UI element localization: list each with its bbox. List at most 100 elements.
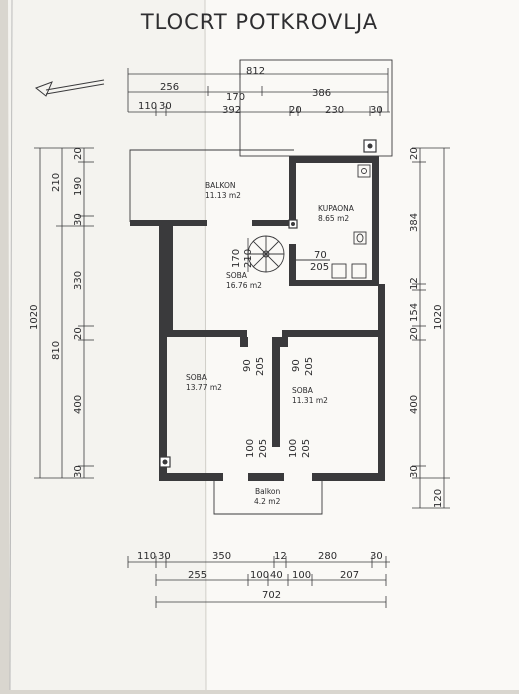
wall-bath-right bbox=[372, 156, 379, 286]
dim-right-12: 12 bbox=[409, 277, 420, 290]
wall-left-ext bbox=[159, 220, 167, 480]
wall-mid-right bbox=[282, 330, 385, 337]
dim-stair-170: 170 bbox=[231, 249, 242, 268]
dim-bottom-702: 702 bbox=[262, 590, 281, 601]
left-dimensions: 1020 210 810 20 190 30 330 20 400 30 bbox=[29, 147, 94, 479]
room-soba-left-area: 13.77 m2 bbox=[186, 383, 222, 392]
dim-top-812: 812 bbox=[246, 66, 265, 77]
room-balkon-top-area: 11.13 m2 bbox=[205, 191, 241, 200]
wall-divider bbox=[272, 337, 280, 447]
top-dimensions: 812 256 170 386 110 30 392 20 230 30 bbox=[127, 60, 390, 116]
dim-right-400: 400 bbox=[409, 395, 420, 414]
wall-bottom-right bbox=[312, 473, 385, 481]
dim-door-right-90: 90 bbox=[291, 359, 302, 372]
room-labels: BALKON 11.13 m2 KUPAONA 8.65 m2 SOBA 16.… bbox=[186, 181, 355, 506]
dim-left-190: 190 bbox=[73, 177, 84, 196]
dim-top-110: 110 bbox=[138, 101, 157, 112]
dim-bottom-207: 207 bbox=[340, 570, 359, 581]
dim-bath-door-205: 205 bbox=[310, 262, 329, 273]
dim-left-20a: 20 bbox=[73, 147, 84, 160]
dim-bottom-12: 12 bbox=[274, 551, 287, 562]
dim-right-154: 154 bbox=[409, 303, 420, 322]
dim-top-392: 392 bbox=[222, 105, 241, 116]
north-arrow-icon bbox=[35, 79, 105, 97]
wall-top-right bbox=[252, 220, 289, 226]
dim-right-30: 30 bbox=[409, 465, 420, 478]
bathroom-fixtures-icon bbox=[296, 164, 371, 279]
dim-left-400: 400 bbox=[73, 395, 84, 414]
column-dot-left bbox=[162, 459, 168, 465]
dim-right-1020: 1020 bbox=[433, 305, 444, 330]
dim-bottom-110: 110 bbox=[137, 551, 156, 562]
dim-left-330: 330 bbox=[73, 271, 84, 290]
dim-left-20b: 20 bbox=[73, 327, 84, 340]
dim-left-210: 210 bbox=[51, 173, 62, 192]
dim-bottom-30a: 30 bbox=[158, 551, 171, 562]
right-dimensions: 20 384 12 154 20 400 30 120 1020 bbox=[409, 147, 450, 509]
dim-bottom-280: 280 bbox=[318, 551, 337, 562]
wall-door-jamb-a bbox=[240, 337, 248, 347]
dim-right-20a: 20 bbox=[409, 147, 420, 160]
wall-right-ext bbox=[378, 284, 385, 480]
room-soba-right-area: 11.31 m2 bbox=[292, 396, 328, 405]
spiral-staircase-icon bbox=[247, 235, 285, 273]
room-soba-center-area: 16.76 m2 bbox=[226, 281, 262, 290]
dim-top-256: 256 bbox=[160, 82, 179, 93]
dim-left-810: 810 bbox=[51, 341, 62, 360]
wall-top-left bbox=[130, 220, 167, 226]
room-balkon-bottom-area: 4.2 m2 bbox=[254, 497, 281, 506]
room-balkon-top-name: BALKON bbox=[205, 181, 235, 190]
dim-win-right-100: 100 bbox=[288, 439, 299, 458]
wall-bath-left-lower bbox=[289, 244, 296, 282]
dim-left-30b: 30 bbox=[73, 465, 84, 478]
dim-top-30a: 30 bbox=[159, 101, 172, 112]
wall-bottom-left bbox=[159, 473, 223, 481]
wall-door-jamb-b bbox=[280, 337, 288, 347]
dim-top-230: 230 bbox=[325, 105, 344, 116]
balcony-railing-top bbox=[129, 149, 294, 222]
bottom-dimensions: 110 30 350 12 280 30 255 100 40 100 207 … bbox=[127, 551, 390, 608]
page-title: TLOCRT POTKROVLJA bbox=[140, 10, 379, 34]
dim-right-120: 120 bbox=[433, 489, 444, 508]
dim-top-20: 20 bbox=[289, 105, 302, 116]
dim-left-1020: 1020 bbox=[29, 305, 40, 330]
room-soba-left-name: SOBA bbox=[186, 373, 208, 382]
dim-right-20b: 20 bbox=[409, 327, 420, 340]
dim-bottom-30b: 30 bbox=[370, 551, 383, 562]
dim-bottom-100b: 100 bbox=[292, 570, 311, 581]
wall-bottom-mid bbox=[248, 473, 284, 481]
dim-top-30b: 30 bbox=[370, 105, 383, 116]
room-soba-right-name: SOBA bbox=[292, 386, 314, 395]
wall-bath-left-upper bbox=[289, 156, 296, 228]
column-dot-bath bbox=[291, 222, 295, 226]
dim-top-170: 170 bbox=[226, 92, 245, 103]
dim-bottom-255: 255 bbox=[188, 570, 207, 581]
opening-dimensions: 170 210 70 205 90 205 90 205 100 205 100… bbox=[231, 249, 329, 458]
wall-mid-left bbox=[167, 330, 247, 337]
paper-edge bbox=[9, 0, 13, 691]
wall-corridor-top bbox=[173, 220, 207, 226]
dim-door-right-205: 205 bbox=[304, 357, 315, 376]
room-balkon-bottom-name: Balkon bbox=[255, 487, 280, 496]
dim-right-384: 384 bbox=[409, 213, 420, 232]
dim-door-left-205: 205 bbox=[255, 357, 266, 376]
room-kupaona-name: KUPAONA bbox=[318, 204, 355, 213]
paper-fold-line bbox=[204, 0, 207, 691]
floor-plan bbox=[129, 139, 385, 515]
wall-bath-bottom bbox=[289, 280, 379, 286]
paper-right-fold bbox=[205, 0, 519, 690]
dim-bottom-40: 40 bbox=[270, 570, 283, 581]
dim-bottom-350: 350 bbox=[212, 551, 231, 562]
dim-left-30a: 30 bbox=[73, 213, 84, 226]
dim-bottom-100a: 100 bbox=[250, 570, 269, 581]
column-dot-right bbox=[367, 143, 373, 149]
dim-stair-210: 210 bbox=[243, 249, 254, 268]
wall-corridor-left bbox=[167, 220, 173, 334]
room-soba-center-name: SOBA bbox=[226, 271, 248, 280]
wall-bath-top bbox=[289, 156, 379, 163]
dim-bath-door-70: 70 bbox=[314, 250, 327, 261]
balcony-bottom-outline bbox=[213, 481, 323, 515]
room-kupaona-area: 8.65 m2 bbox=[318, 214, 349, 223]
